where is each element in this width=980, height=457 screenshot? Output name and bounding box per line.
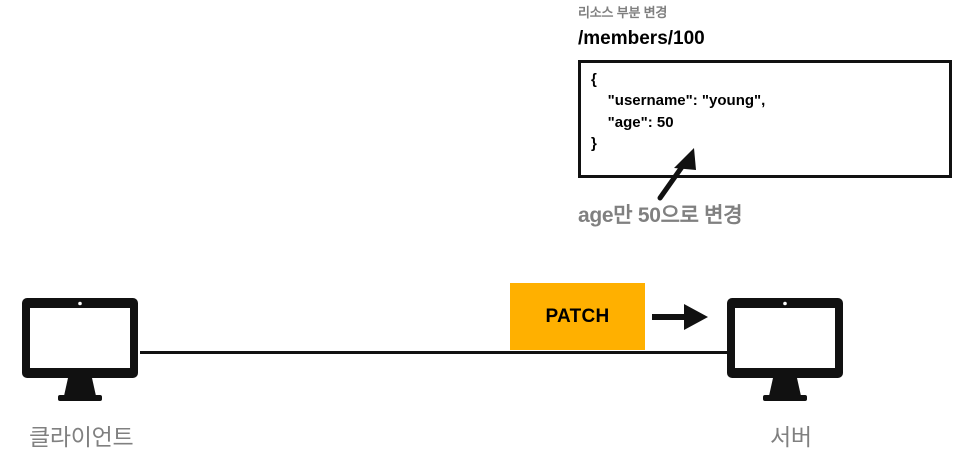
client-monitor-icon <box>22 298 138 401</box>
request-body-json: { "username": "young", "age": 50 } <box>591 71 766 152</box>
http-method-badge: PATCH <box>510 283 645 350</box>
server-monitor-icon <box>727 298 843 401</box>
network-connection-line <box>140 351 740 354</box>
right-arrow-icon <box>652 304 708 330</box>
resource-caption: 리소스 부분 변경 <box>578 5 668 20</box>
request-body-box: { "username": "young", "age": 50 } <box>578 60 952 178</box>
server-label: 서버 <box>770 424 812 450</box>
client-label: 클라이언트 <box>29 424 134 450</box>
resource-path: /members/100 <box>578 28 705 49</box>
body-annotation: age만 50으로 변경 <box>578 204 743 227</box>
http-method-label: PATCH <box>545 305 610 327</box>
